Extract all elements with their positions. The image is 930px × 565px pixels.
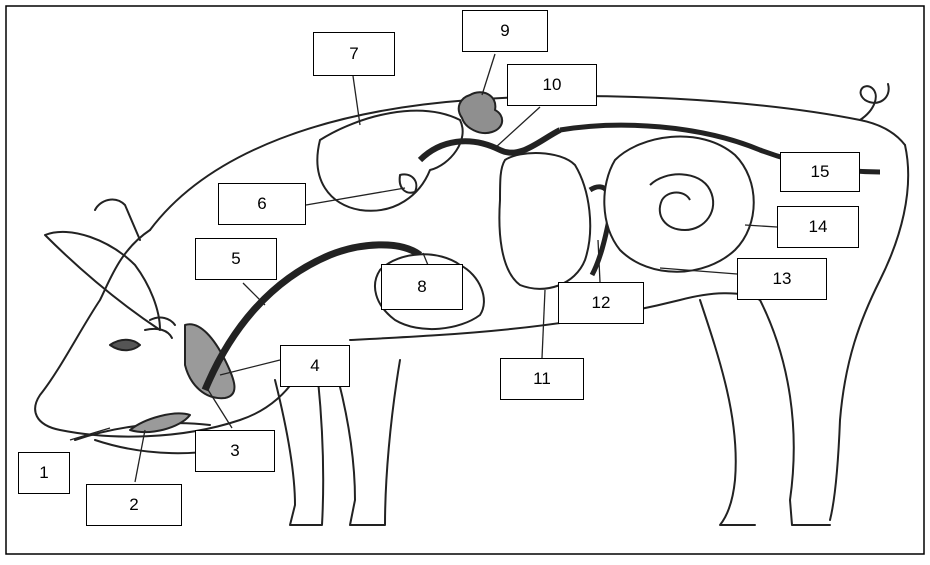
pig-ear-back	[95, 200, 140, 240]
leader-1	[70, 428, 110, 440]
label-15: 15	[780, 152, 860, 192]
label-10: 10	[507, 64, 597, 106]
label-14: 14	[777, 206, 859, 248]
pig-eye	[110, 340, 140, 351]
label-2: 2	[86, 484, 182, 526]
label-12: 12	[558, 282, 644, 324]
leader-10	[495, 107, 540, 148]
pig-rump-outline	[830, 145, 908, 520]
label-9: 9	[462, 10, 548, 52]
leader-5	[243, 283, 265, 305]
pig-hind-leg-inner	[700, 300, 755, 525]
label-7: 7	[313, 32, 395, 76]
label-1: 1	[18, 452, 70, 494]
label-5: 5	[195, 238, 277, 280]
large-intestine	[604, 136, 753, 271]
leader-11	[542, 290, 545, 358]
label-13: 13	[737, 258, 827, 300]
pig-hind-leg-outer	[760, 300, 830, 525]
leader-7	[353, 76, 360, 125]
pig-front-leg-inner	[275, 380, 323, 525]
label-4: 4	[280, 345, 350, 387]
label-6: 6	[218, 183, 306, 225]
small-intestine	[499, 153, 590, 289]
pig-ear-front	[45, 232, 160, 330]
pig-tail	[860, 84, 889, 120]
leader-9	[482, 54, 495, 95]
sublingual-gland	[130, 413, 190, 432]
liver	[317, 111, 462, 211]
leader-2	[135, 430, 145, 482]
label-8: 8	[381, 264, 463, 310]
label-11: 11	[500, 358, 584, 400]
label-3: 3	[195, 430, 275, 472]
